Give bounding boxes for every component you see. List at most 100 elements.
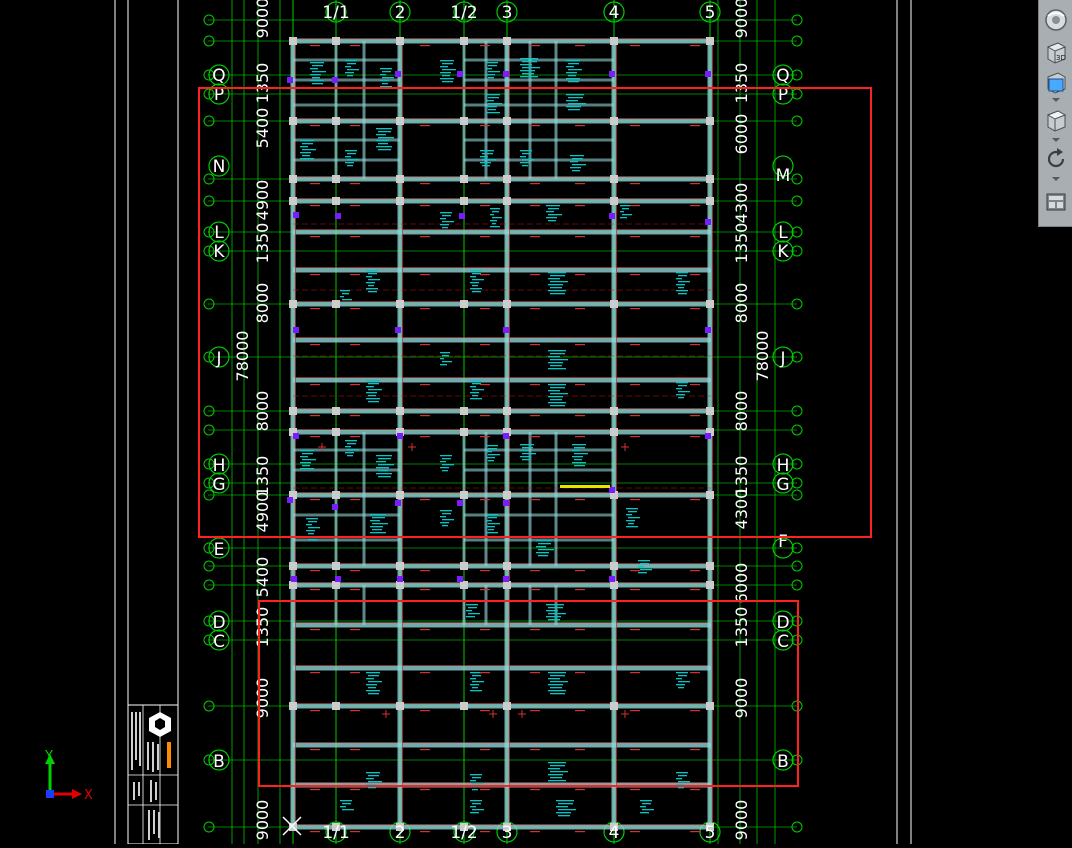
annotation-text xyxy=(522,459,530,461)
beam xyxy=(293,118,711,124)
axis-bubble xyxy=(453,1,475,23)
annotation-text xyxy=(548,613,566,615)
orbit-dropdown-arrow[interactable] xyxy=(1052,177,1060,181)
beam-tag xyxy=(480,344,490,346)
axis-bubble xyxy=(603,1,625,23)
column-axis-label: 3 xyxy=(502,823,513,843)
annotation-text xyxy=(548,780,566,782)
show-motion-button[interactable] xyxy=(1042,188,1070,216)
beam-tag xyxy=(575,589,585,591)
beam xyxy=(293,429,711,435)
column-axis-label: 1/2 xyxy=(450,823,477,843)
annotation-text xyxy=(470,806,476,808)
annotation-text xyxy=(548,690,566,692)
beam-tag xyxy=(530,236,540,238)
beam-tag xyxy=(480,570,490,572)
marker xyxy=(609,576,615,582)
column-axis-label: 3 xyxy=(502,3,513,23)
annotation-text xyxy=(366,684,377,686)
column-axis-label: 1/2 xyxy=(450,3,477,23)
beam-tag xyxy=(630,415,640,417)
annotation-text xyxy=(472,273,481,275)
beam-tag xyxy=(350,183,360,185)
annotation-text xyxy=(442,63,453,65)
column xyxy=(332,562,340,570)
annotation-text xyxy=(376,128,392,130)
beam-tag xyxy=(690,629,700,631)
beam-tag xyxy=(630,308,640,310)
annotation-text xyxy=(466,604,478,606)
column-axis-label: 2 xyxy=(395,823,406,843)
annotation-text xyxy=(620,205,630,207)
beam-tag xyxy=(630,236,640,238)
annotation-text xyxy=(442,75,450,77)
markup-rectangle-upper[interactable] xyxy=(198,87,872,538)
annotation-text xyxy=(472,279,484,281)
annotation-text xyxy=(482,165,490,167)
annotation-text xyxy=(538,543,551,545)
orbit-button[interactable] xyxy=(1042,145,1070,173)
beam-tag xyxy=(310,570,320,572)
annotation-text xyxy=(640,800,652,802)
markup-rectangle-lower[interactable] xyxy=(258,600,799,787)
beam-tag xyxy=(420,274,430,276)
annotation-text xyxy=(522,153,531,155)
annotation-text xyxy=(368,781,382,783)
axis-bubble xyxy=(208,346,230,368)
column xyxy=(396,407,404,415)
annotation-text xyxy=(300,462,311,464)
beam-tag xyxy=(480,831,490,833)
row-axis-label: N xyxy=(213,157,226,177)
column-axis-label: 4 xyxy=(609,3,620,23)
dimension-text: 8000 xyxy=(253,283,272,324)
secondary-beam xyxy=(293,468,400,472)
annotation-text xyxy=(490,208,500,210)
annotation-text xyxy=(548,396,563,398)
dimension-text: 9000 xyxy=(253,800,272,841)
column xyxy=(460,823,468,831)
annotation-text xyxy=(440,358,444,360)
column xyxy=(289,407,297,415)
annotation-text xyxy=(310,80,324,82)
dimensions-right: 9000 1350 6000 4300 1350 8000 78000 8000… xyxy=(732,0,772,840)
view-cube-iso-button[interactable] xyxy=(1042,106,1070,134)
beam-tag xyxy=(310,789,320,791)
annotation-text xyxy=(548,284,563,286)
annotation-text xyxy=(520,76,538,78)
secondary-beam xyxy=(484,41,488,179)
view-cube-3d-button[interactable]: 3D xyxy=(1042,38,1070,66)
column xyxy=(332,702,340,710)
annotation-text xyxy=(380,86,392,88)
dimension-text: 4900 xyxy=(253,492,272,533)
orbit-icon xyxy=(1047,148,1065,168)
annotation-text xyxy=(382,83,388,85)
column xyxy=(610,300,618,308)
annotation-text xyxy=(568,75,576,77)
annotation-text xyxy=(300,140,314,142)
annotation-text xyxy=(442,525,448,527)
annotation-text xyxy=(440,461,446,463)
annotation-text xyxy=(678,385,687,387)
columns xyxy=(287,37,714,831)
axis-bubble xyxy=(203,245,215,257)
axis-bubble xyxy=(772,453,794,475)
annotation-text xyxy=(568,81,579,83)
view-cube-front-button[interactable] xyxy=(1042,68,1070,96)
annotation-text xyxy=(440,455,452,457)
iso-view-dropdown-arrow[interactable] xyxy=(1052,138,1060,142)
dimension-text: 1350 xyxy=(253,63,272,104)
marker xyxy=(291,576,297,582)
column xyxy=(503,197,511,205)
steering-wheel-button[interactable] xyxy=(1042,6,1070,34)
annotation-text xyxy=(640,812,649,814)
front-view-dropdown-arrow[interactable] xyxy=(1052,98,1060,102)
column xyxy=(706,823,714,831)
annotation-text xyxy=(368,687,376,689)
axis-bubble xyxy=(203,821,215,833)
x-axis-label: X xyxy=(84,788,93,803)
column xyxy=(503,300,511,308)
annotation-text xyxy=(550,405,565,407)
beam-tag xyxy=(630,710,640,712)
